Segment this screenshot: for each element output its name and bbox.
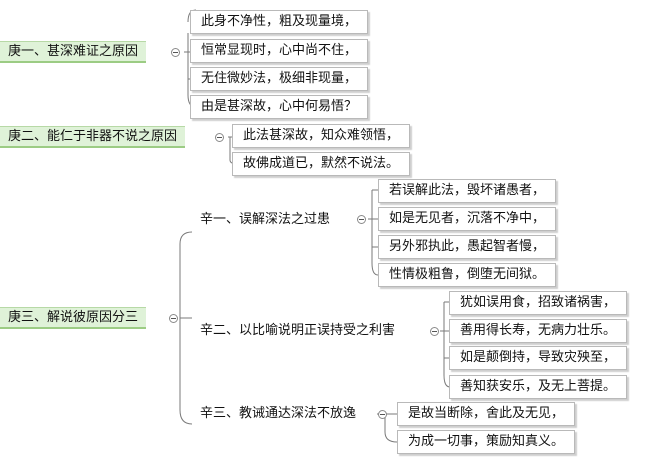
leaf-node[interactable]: 善知获安乐，及无上菩提。 <box>449 375 628 399</box>
branch-node-xin2[interactable]: 辛二、以比喻说明正误持受之利害 <box>200 323 396 338</box>
connector-branch-2 <box>440 301 451 388</box>
leaf-node[interactable]: 若误解此法，毁坏诸愚者， <box>378 179 557 203</box>
root-node-geng1[interactable]: 庚一、甚深难证之原因 <box>0 41 147 63</box>
connector-branch-1 <box>368 189 379 276</box>
collapse-toggle-icon[interactable] <box>357 215 366 224</box>
leaf-node[interactable]: 如是无见者，沉落不净中， <box>378 207 557 231</box>
leaf-node[interactable]: 为成一切事，策励知真义。 <box>397 430 576 454</box>
leaf-node[interactable]: 此法甚深故，知众难领悟， <box>232 124 411 148</box>
leaf-node[interactable]: 由是甚深故，心中何易悟？ <box>190 95 369 119</box>
root-node-geng3[interactable]: 庚三、解说彼原因分三 <box>0 307 147 329</box>
leaf-node[interactable]: 性情极粗鲁，倒堕无间狱。 <box>378 263 557 287</box>
connector-group-3 <box>179 231 193 425</box>
root-node-geng2[interactable]: 庚二、能仁于非器不说之原因 <box>0 126 186 148</box>
leaf-node[interactable]: 如是颠倒持，导致灾殃至， <box>449 346 628 370</box>
collapse-toggle-icon[interactable] <box>378 410 387 419</box>
leaf-node[interactable]: 是故当断除，舍此及无见， <box>397 402 576 426</box>
collapse-toggle-icon[interactable] <box>169 314 178 323</box>
leaf-node[interactable]: 另外邪执此，愚起智者慢， <box>378 235 557 259</box>
collapse-toggle-icon[interactable] <box>215 133 224 142</box>
branch-node-xin3[interactable]: 辛三、教诫通达深法不放逸 <box>200 406 357 421</box>
collapse-toggle-icon[interactable] <box>171 48 180 57</box>
collapse-toggle-icon[interactable] <box>430 327 439 336</box>
leaf-node[interactable]: 无住微妙法，极细非现量， <box>190 67 369 91</box>
leaf-node[interactable]: 故佛成道已，默然不说法。 <box>232 152 411 176</box>
leaf-node[interactable]: 善用得长寿，无病力壮乐。 <box>449 319 628 343</box>
leaf-node[interactable]: 犹如误用食，招致诸祸害， <box>449 291 628 315</box>
leaf-node[interactable]: 此身不净性，粗及现量境， <box>190 10 369 34</box>
leaf-node[interactable]: 恒常显现时，心中尚不住， <box>190 39 369 63</box>
branch-node-xin1[interactable]: 辛一、误解深法之过患 <box>200 212 331 227</box>
